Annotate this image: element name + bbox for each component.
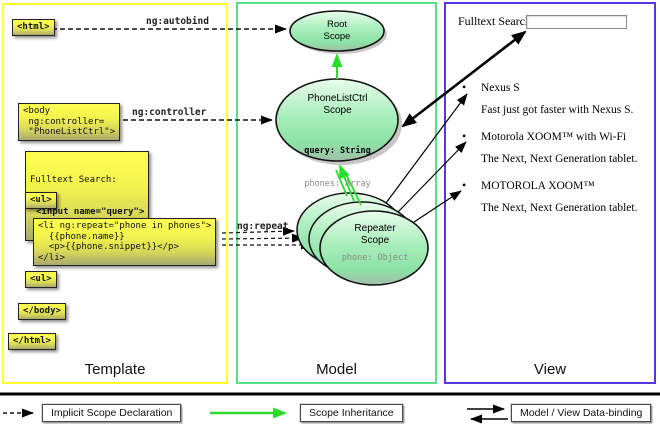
template-column-frame — [2, 3, 228, 384]
repeat-arrow-1 — [221, 226, 295, 236]
legend-scope-inheritance-label: Scope Inheritance — [300, 404, 403, 422]
code-box-body-open: <body ng:controller= "PhoneListCtrl"> — [18, 103, 121, 141]
list-item: • Motorola XOOM™ with Wi-Fi — [462, 129, 654, 144]
controller-label: ng:controller — [132, 107, 207, 118]
databinding-arrow-item-3 — [413, 190, 462, 223]
bullet-icon: • — [462, 80, 467, 94]
list-item: • MOTOROLA XOOM™ — [462, 178, 654, 193]
code-box-html-open: <html> — [12, 19, 55, 36]
view-item-name: Nexus S — [481, 82, 520, 94]
code-box-ul-open: <ul> — [25, 192, 57, 209]
view-item-snippet: The Next, Next Generation tablet. — [481, 202, 638, 214]
phonelist-prop-query: query: String — [304, 146, 371, 156]
legend-implicit-scope-label: Implicit Scope Declaration — [42, 404, 182, 422]
inheritance-arrow-repeater-2 — [339, 164, 355, 202]
repeat-arrow-2 — [221, 233, 304, 243]
repeater-scope-title: Repeater Scope — [354, 223, 396, 246]
bullet-icon: • — [462, 129, 467, 143]
repeater-prop-phone: phone: Object — [341, 253, 409, 263]
legend-databinding-label: Model / View Data-binding — [511, 404, 652, 422]
view-item-snippet: Fast just got faster with Nexus S. — [481, 104, 634, 116]
root-scope-title: Root Scope — [323, 19, 351, 42]
databinding-arrow-input-to-query — [401, 77, 465, 128]
list-item: • Nexus S — [462, 80, 654, 95]
view-column-label: View — [533, 361, 567, 378]
inheritance-arrow-repeater-1 — [335, 169, 348, 197]
view-item-name: Motorola XOOM™ with Wi-Fi — [481, 131, 627, 143]
databinding-arrow-query-to-input — [463, 30, 527, 81]
bullet-icon: • — [462, 178, 467, 192]
code-box-html-close: </html> — [8, 333, 56, 350]
repeat-label: ng:repeat — [237, 221, 289, 232]
model-column-frame — [236, 2, 437, 384]
repeater-scope-ellipse-front — [319, 210, 429, 286]
view-item-name: MOTOROLA XOOM™ — [481, 180, 595, 192]
root-scope-ellipse — [289, 10, 385, 52]
inheritance-arrow-repeater-3 — [344, 171, 362, 206]
phonelist-prop-phones: phones: Array — [304, 179, 371, 189]
code-box-li-repeat: <li ng:repeat="phone in phones"> {{phone… — [33, 218, 217, 266]
code-box-ul-close: <ul> — [25, 271, 57, 288]
view-search-label: Fulltext Search: — [458, 14, 535, 28]
code-box-body-close: </body> — [18, 303, 66, 320]
code-fulltext-label: Fulltext Search: — [30, 175, 117, 185]
databinding-arrow-item-1 — [385, 93, 468, 204]
databinding-arrow-item-2 — [397, 141, 467, 213]
code-input-tag: <input name="query"> — [36, 206, 145, 217]
view-column-frame — [444, 2, 656, 384]
phonelist-scope-title: PhoneListCtrl Scope — [307, 93, 368, 116]
view-item-snippet: The Next, Next Generation tablet. — [481, 153, 638, 165]
autobind-label: ng:autobind — [146, 16, 209, 27]
view-item-list: • Nexus S Fast just got faster with Nexus… — [462, 80, 654, 227]
view-search-input[interactable] — [526, 15, 627, 29]
model-column-label: Model — [316, 361, 357, 378]
template-column-label: Template — [84, 361, 146, 378]
